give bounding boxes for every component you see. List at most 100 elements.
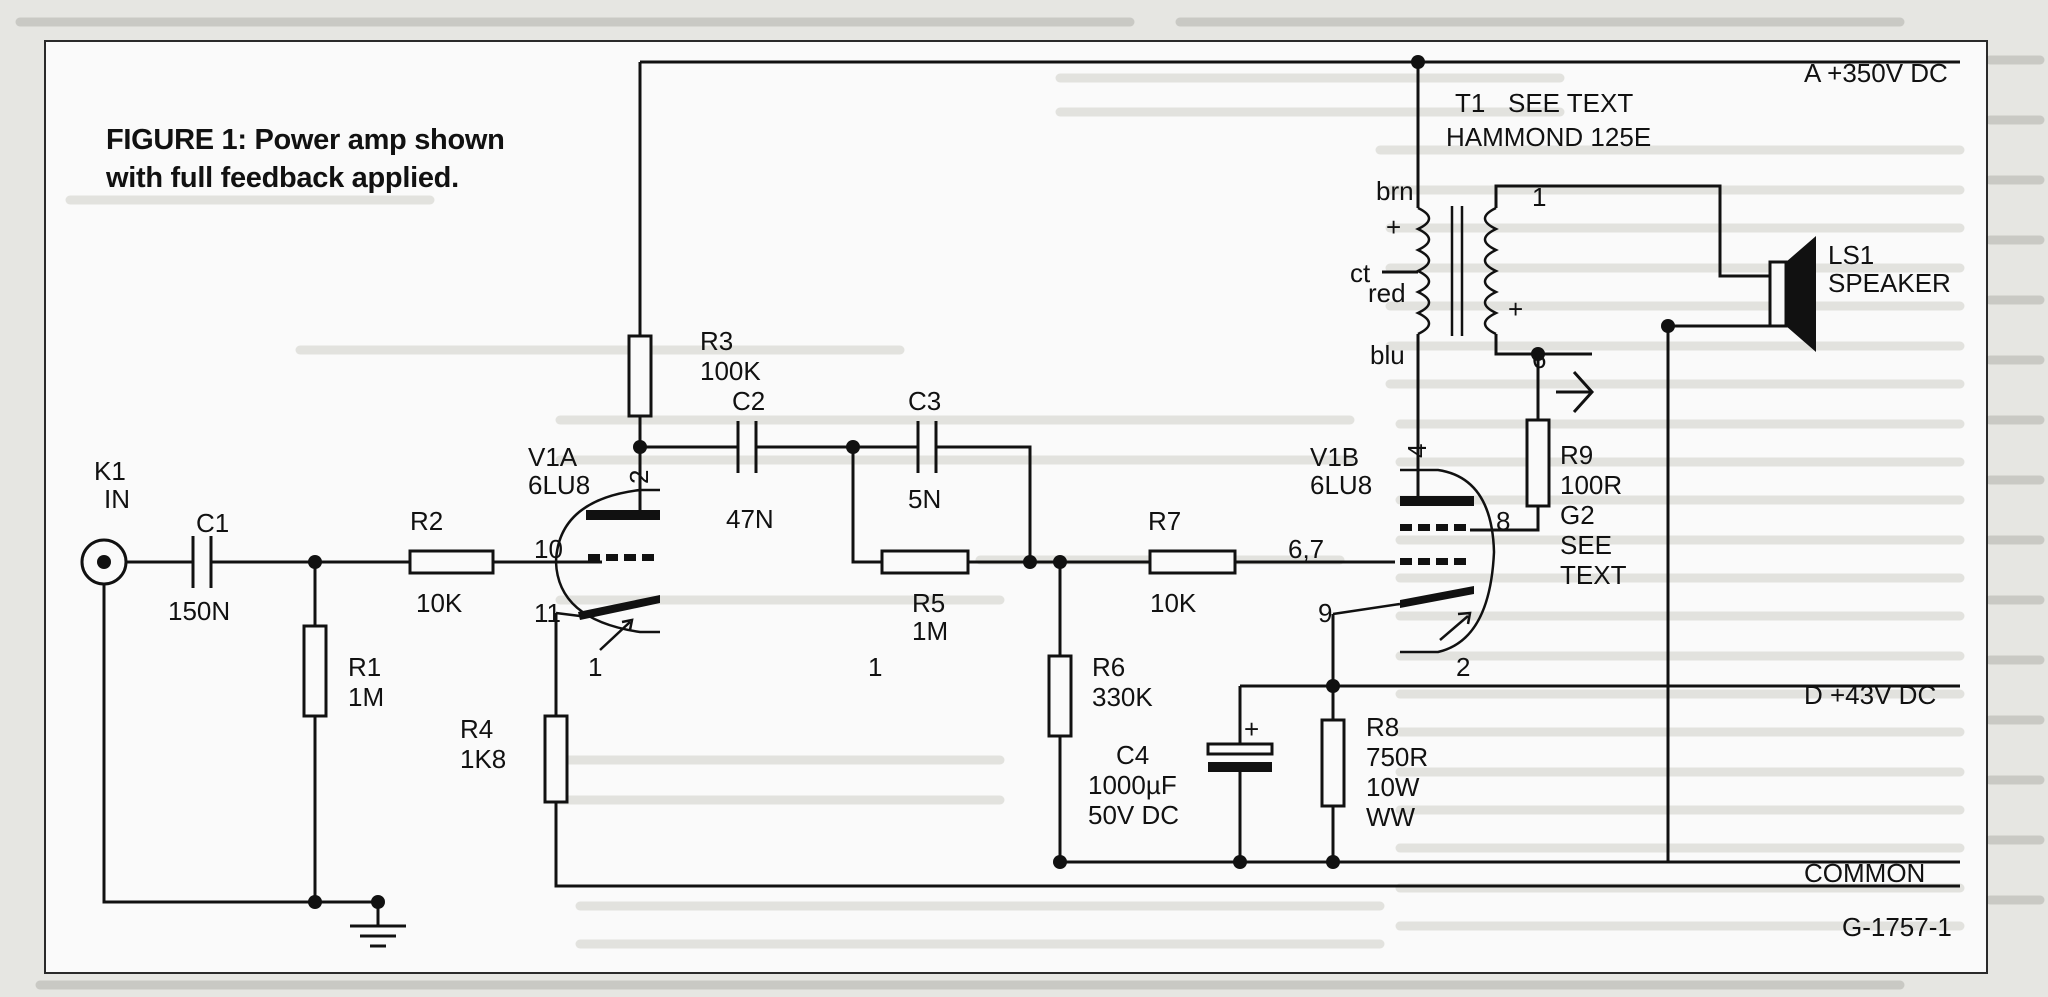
wire-c3-right [936,445,1032,562]
junction-r1-ground [308,895,322,909]
v1a-pin-1a: 1 [588,652,602,682]
c2-value: 47N [726,504,774,534]
t1-pin-red: red [1368,278,1406,308]
v1b-pin-8: 8 [1496,506,1510,536]
junction-rail-a [1411,55,1425,69]
v1a-pin-10: 10 [534,534,563,564]
k1-ref: K1 [94,456,126,486]
c1-value: 150N [168,596,230,626]
c3-value: 5N [908,484,941,514]
r6-value: 330K [1092,682,1153,712]
resistor-r3 [627,334,653,418]
feedback-tap-arrow [1556,370,1595,414]
r9-see: SEE [1560,530,1612,560]
r3-value: 100K [700,356,761,386]
capacitor-c4 [1206,742,1274,772]
c1-ref: C1 [196,508,229,538]
wire-r4-bottom [554,802,1960,888]
c4-value: 1000µF [1088,770,1177,800]
junction-r6-b [1053,555,1067,569]
junction-r6-common [1053,855,1067,869]
v1a-ref: V1A [528,442,578,472]
t1-plus-secondary: + [1508,294,1523,324]
junctions [308,55,1675,909]
capacitors [191,421,1274,772]
junction-r1 [308,555,322,569]
capacitor-c2 [736,421,758,473]
r4-value: 1K8 [460,744,506,774]
figure-code: G-1757-1 [1842,912,1952,942]
t1-model: HAMMOND 125E [1446,122,1651,152]
ground-symbol [350,924,406,948]
junction-r5-c3 [846,440,860,454]
junction-ground [371,895,385,909]
ls1-name: SPEAKER [1828,268,1951,298]
ls1-ref: LS1 [1828,240,1874,270]
v1b-pin-2: 2 [1456,652,1470,682]
t1-pin-ct: ct [1350,258,1371,288]
wire-secondary-top [1494,184,1770,278]
r8-ref: R8 [1366,712,1399,742]
capacitor-c1 [191,536,213,588]
junction-r8-common [1326,855,1340,869]
resistor-r8 [1320,718,1346,808]
v1a-pin-2: 2 [624,470,654,484]
v1b-pin-9: 9 [1318,598,1332,628]
resistor-r4 [543,714,569,804]
labels: A +350V DC D +43V DC COMMON G-1757-1 T1 … [94,58,1952,942]
wire-secondary-bottom [1494,334,1592,356]
r5-ref: R5 [912,588,945,618]
r8-power: 10W [1366,772,1420,802]
rail-d-label: D +43V DC [1804,680,1936,710]
t1-plus-primary: + [1386,212,1401,242]
capacitor-c3 [916,421,938,473]
resistor-r7 [1148,549,1237,575]
r8-type: WW [1366,802,1416,832]
tube-v1a [554,488,660,651]
junction-r8-top [1326,679,1340,693]
resistor-r1 [302,624,328,718]
c2-ref: C2 [732,386,765,416]
junction-speaker-common [1661,319,1675,333]
c4-rating: 50V DC [1088,800,1179,830]
junction-r9-top [1531,347,1545,361]
c4-ref: C4 [1116,740,1149,770]
v1b-pin-67: 6,7 [1288,534,1324,564]
resistor-r2 [408,549,495,575]
r6-ref: R6 [1092,652,1125,682]
junction-r6-a [1023,555,1037,569]
t1-ref: T1 [1455,88,1485,118]
speaker-ls1 [1768,236,1816,352]
t1-pin-1: 1 [1532,182,1546,212]
r1-value: 1M [348,682,384,712]
r2-value: 10K [416,588,463,618]
t1-note: SEE TEXT [1508,88,1633,118]
transformer-t1 [1415,206,1499,336]
wire-speaker-return [1666,310,1772,862]
wire-r5-left [851,447,882,564]
r3-ref: R3 [700,326,733,356]
figure-title-line-2: with full feedback applied. [106,162,459,194]
r7-value: 10K [1150,588,1197,618]
primary-winding [1415,206,1431,336]
secondary-winding [1483,206,1499,336]
r9-value: 100R [1560,470,1622,500]
resistor-r6 [1047,654,1073,738]
r2-ref: R2 [410,506,443,536]
wires [102,60,1960,926]
resistor-r9 [1525,418,1551,508]
wire-k1-common [102,583,378,904]
junction-c4-common [1233,855,1247,869]
r7-ref: R7 [1148,506,1181,536]
r8-value: 750R [1366,742,1428,772]
c4-plus: + [1244,714,1259,744]
r9-text: TEXT [1560,560,1627,590]
rail-a-label: A +350V DC [1804,58,1948,88]
r5-value: 1M [912,616,948,646]
c3-ref: C3 [908,386,941,416]
r1-ref: R1 [348,652,381,682]
figure-title-line-1: FIGURE 1: Power amp shown [106,124,505,156]
